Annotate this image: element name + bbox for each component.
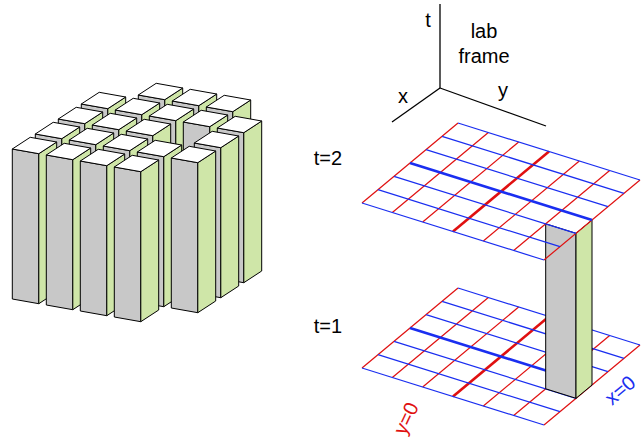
grid-line-blue: [362, 368, 544, 425]
grid-plane-t2: [362, 123, 640, 260]
pillar-top: [46, 143, 90, 159]
pillar-top: [12, 137, 56, 153]
grid-line-blue: [426, 150, 608, 207]
pillar-top: [126, 119, 170, 135]
pillar-top: [183, 110, 227, 126]
pillar-side: [244, 121, 262, 283]
frame-label: lab frame: [456, 19, 512, 69]
pillar-top: [81, 92, 125, 108]
pillar-top: [103, 134, 147, 150]
axis-label: x: [398, 84, 408, 109]
pillar-face: [80, 161, 107, 316]
grid-line-blue: [410, 163, 592, 220]
pillar-top: [149, 104, 193, 120]
line-label: y=0: [388, 398, 425, 438]
pillar-top: [217, 116, 261, 132]
pillar-top: [35, 122, 79, 138]
pillar-top: [58, 107, 102, 123]
pillar-top: [114, 155, 158, 171]
time-label: t=2: [314, 146, 342, 171]
time-label: t=1: [314, 314, 342, 339]
y-axis: [440, 88, 546, 126]
pillar-top: [115, 98, 159, 114]
frame-axes: [392, 4, 546, 126]
pillar-top: [171, 146, 215, 162]
pillar-top: [172, 89, 216, 105]
pillar-side: [141, 160, 159, 322]
pillar-face: [46, 155, 73, 310]
axis-label: t: [425, 8, 431, 33]
pillar-face: [114, 167, 141, 322]
pillar-top: [206, 95, 250, 111]
grid-line-blue: [394, 176, 576, 233]
grid-line-blue: [442, 301, 624, 358]
pillar-top: [69, 128, 113, 144]
line-label: x=0: [599, 370, 640, 410]
pillar-top: [194, 131, 238, 147]
pillar-face: [171, 158, 198, 313]
pillar-side: [221, 136, 239, 298]
grid-line-blue: [458, 123, 640, 180]
tube-side: [576, 220, 592, 398]
pillar-array: [12, 83, 261, 321]
pillar-top: [137, 140, 181, 156]
grid-line-blue: [362, 203, 544, 260]
pillar-top: [92, 113, 136, 129]
pillar-side: [198, 151, 216, 313]
world-tube: [546, 220, 592, 398]
tube-face: [546, 224, 576, 398]
grid-line-blue: [442, 136, 624, 193]
axis-label: y: [498, 78, 508, 103]
pillar-face: [12, 149, 39, 304]
pillar-top: [138, 83, 182, 99]
pillar-top: [80, 149, 124, 165]
grid-line-blue: [378, 190, 560, 247]
t-axis: [439, 4, 440, 88]
